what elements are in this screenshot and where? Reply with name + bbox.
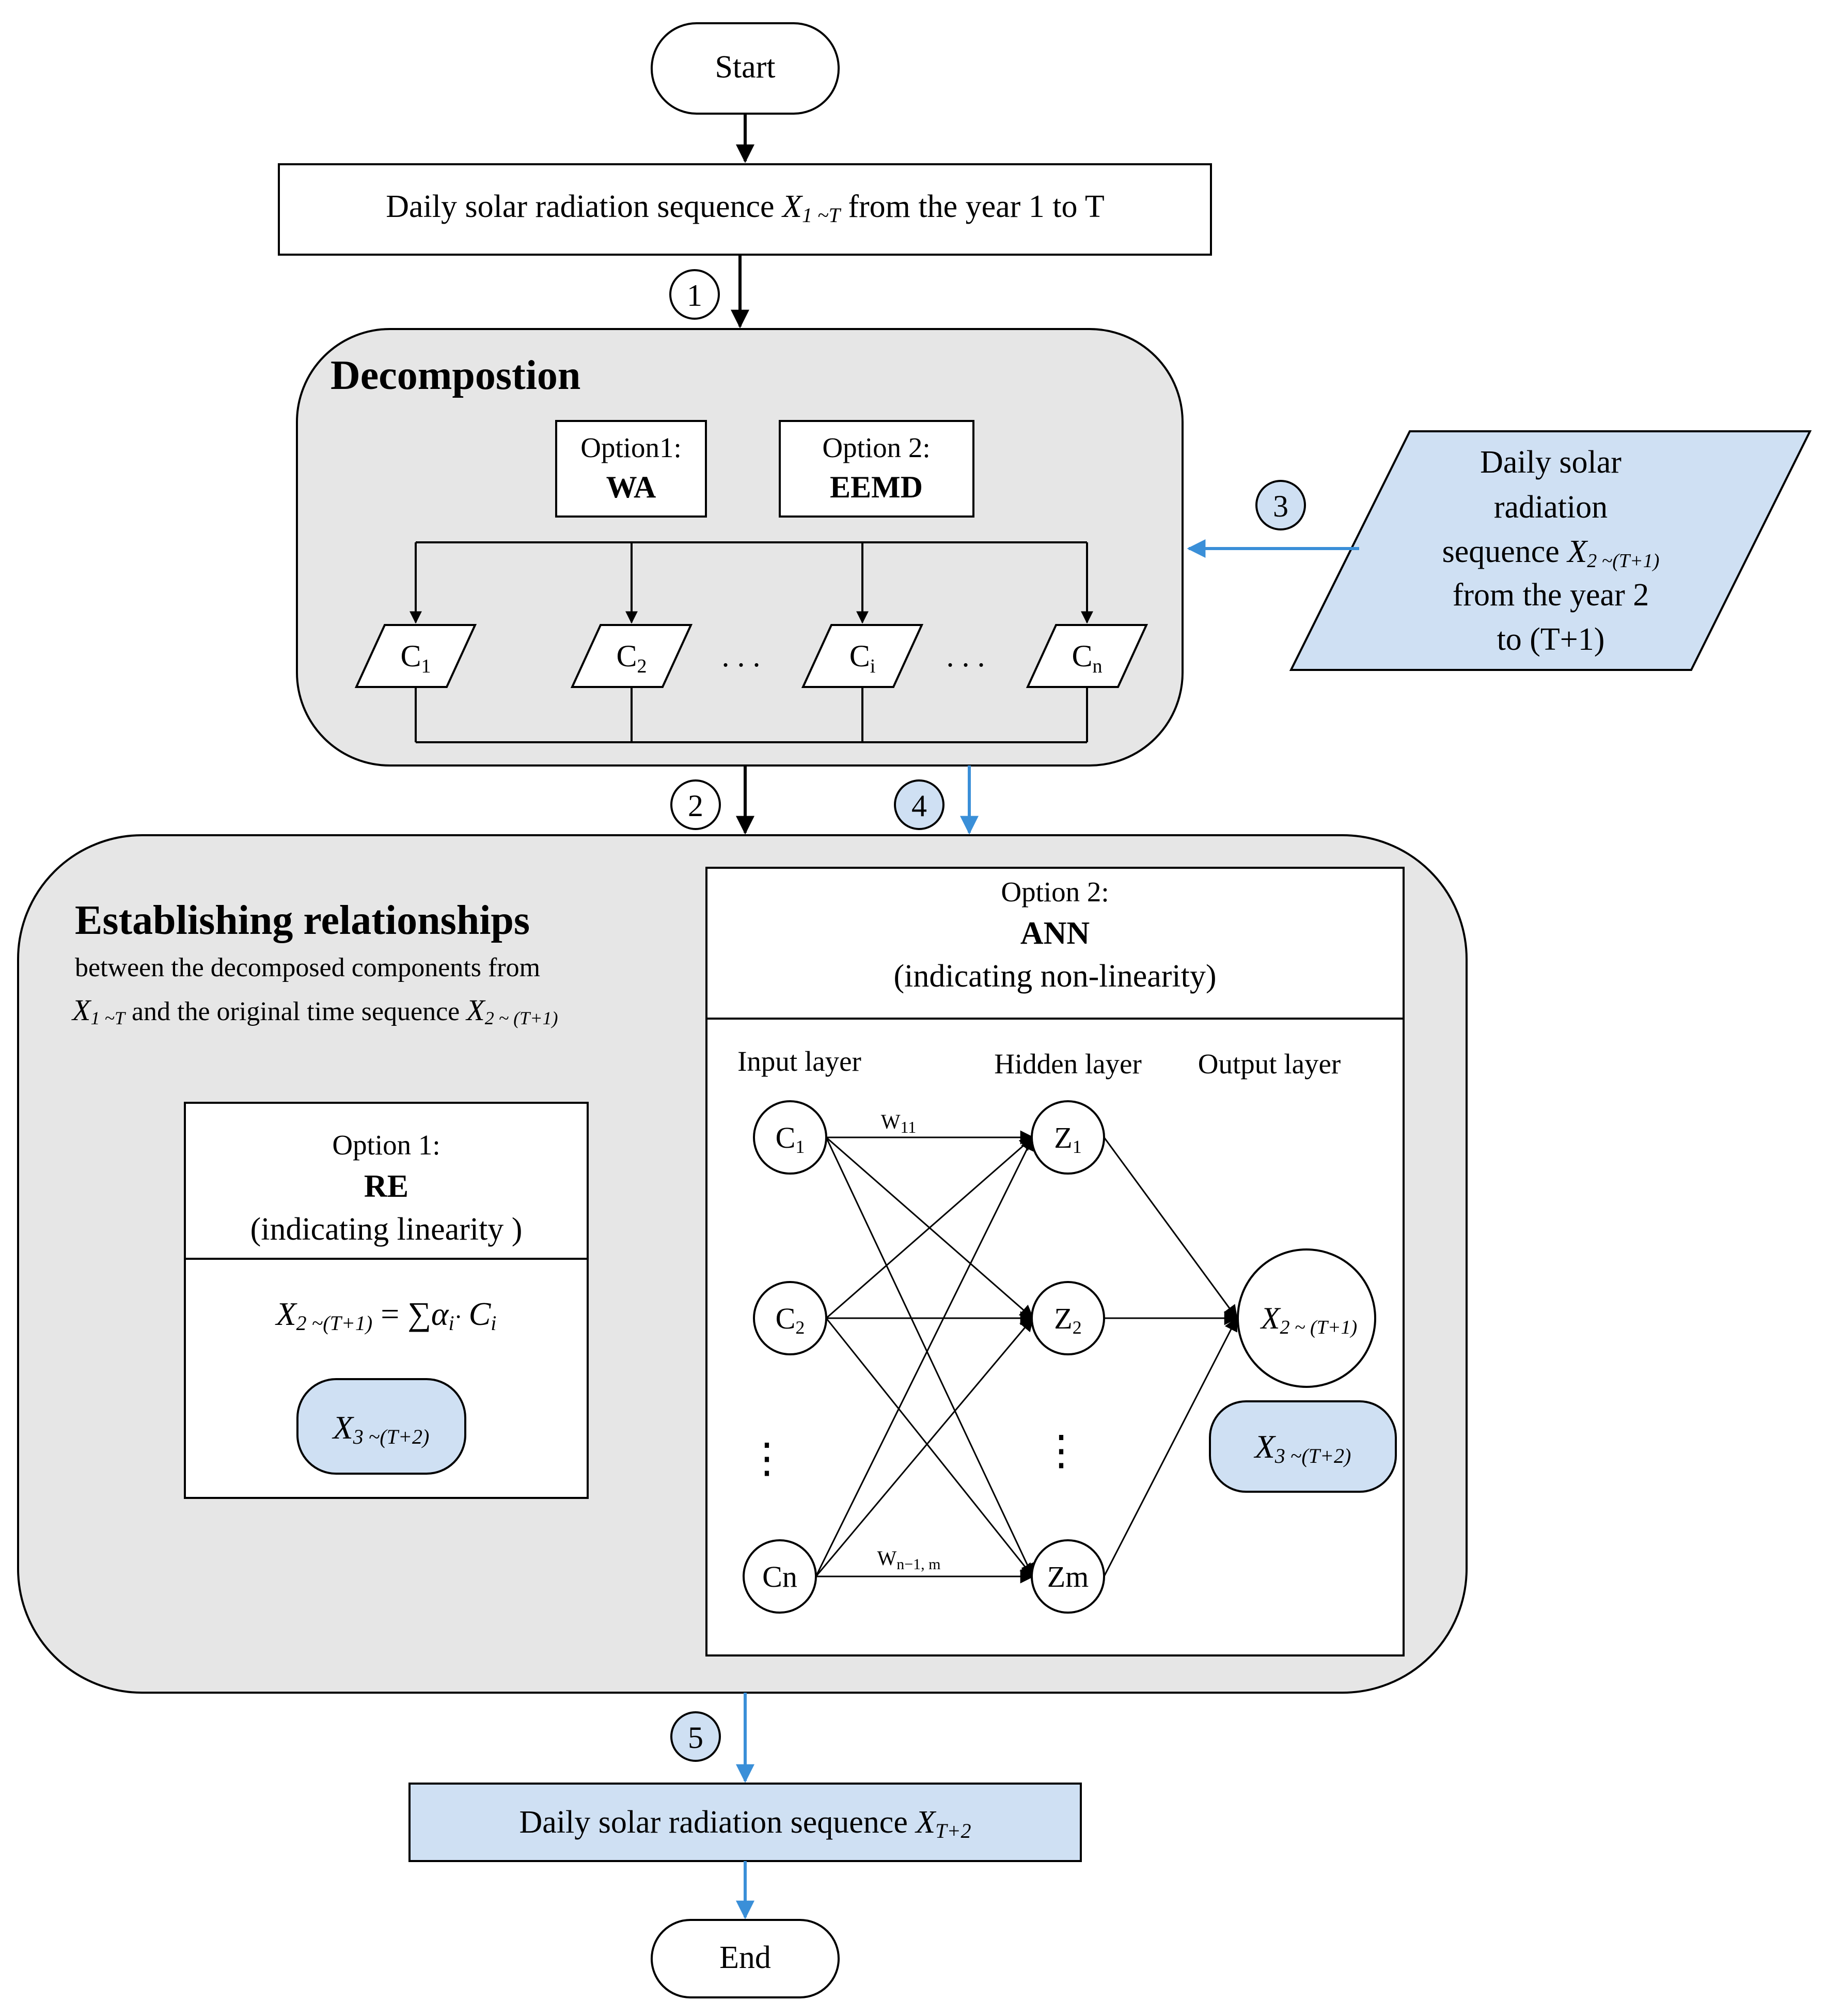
re-option-line2: RE — [364, 1169, 408, 1204]
input-node-c1-label: C1 — [776, 1121, 805, 1157]
output-node — [1237, 1248, 1376, 1388]
option1-wa-line1: Option1: — [580, 432, 682, 463]
input-sequence-text: Daily solar radiation sequence X1 ~T fro… — [386, 189, 1105, 227]
input-node-cn-label: Cn — [762, 1560, 797, 1593]
ellipsis-2: . . . — [947, 639, 985, 673]
ann-option-line2: ANN — [1020, 916, 1090, 951]
step-marker-1 — [669, 269, 720, 320]
side-input-line4: from the year 2 — [1453, 577, 1649, 613]
re-option-box: Option 1: RE (indicating linearity ) X2 … — [184, 1102, 589, 1499]
relationships-panel: Establishing relationships between the d… — [17, 834, 1468, 1694]
component-ci — [801, 624, 924, 688]
hidden-node-z2 — [1031, 1281, 1105, 1355]
hidden-layer-label: Hidden layer — [994, 1048, 1142, 1080]
side-input-line3: sequence X2 ~(T+1) — [1442, 534, 1660, 572]
re-output-label: X3 ~(T+2) — [332, 1409, 430, 1448]
relationships-desc-line2: X1 ~T and the original time sequence X2 … — [71, 993, 558, 1028]
side-input-line2: radiation — [1494, 490, 1608, 525]
hidden-node-z1-label: Z1 — [1054, 1121, 1081, 1157]
weight-w11: W11 — [881, 1110, 917, 1136]
option2-eemd-line1: Option 2: — [822, 432, 930, 463]
option1-wa-box — [555, 420, 707, 518]
step-marker-4 — [894, 779, 945, 830]
component-c2 — [570, 624, 693, 688]
step-marker-5 — [670, 1711, 721, 1762]
ellipsis-1: . . . — [722, 639, 761, 673]
output-sequence-box: Daily solar radiation sequence XT+2 — [408, 1783, 1082, 1862]
input-node-cn — [743, 1539, 817, 1614]
end-label: End — [719, 1940, 771, 1975]
relationships-desc-line1: between the decomposed components from — [75, 953, 540, 982]
component-cn-label: Cn — [1072, 639, 1102, 677]
option1-wa-line2: WA — [606, 470, 656, 504]
re-option-line3: (indicating linearity ) — [250, 1212, 523, 1247]
step-marker-5-label: 5 — [688, 1721, 703, 1755]
step-marker-3-label: 3 — [1273, 489, 1288, 523]
component-c1-label: C1 — [400, 639, 431, 677]
ann-forecast-node — [1209, 1400, 1397, 1493]
option2-eemd-line2: EEMD — [830, 470, 923, 504]
component-cn — [1026, 624, 1148, 688]
hidden-node-z1 — [1031, 1100, 1105, 1175]
output-node-label: X2 ~ (T+1) — [1260, 1301, 1357, 1338]
start-label: Start — [715, 50, 775, 85]
ann-connections — [815, 1130, 1238, 1584]
re-output-node — [296, 1378, 466, 1475]
side-input-parallelogram: Daily solar radiation sequence X2 ~(T+1)… — [1289, 430, 1812, 671]
hidden-vdots: ⋮ — [1041, 1428, 1082, 1474]
start-terminal: Start — [651, 22, 840, 115]
end-terminal: End — [651, 1919, 840, 1998]
input-node-c1 — [753, 1100, 827, 1175]
component-c1 — [354, 624, 477, 688]
input-layer-label: Input layer — [737, 1045, 861, 1077]
step-marker-2 — [670, 779, 721, 830]
ann-option-line1: Option 2: — [1001, 876, 1109, 908]
component-connectors — [410, 541, 1093, 743]
ann-forecast-label: X3 ~(T+2) — [1253, 1428, 1351, 1467]
option2-eemd-box — [779, 420, 974, 518]
side-input-line1: Daily solar — [1480, 445, 1622, 480]
component-c2-label: C2 — [616, 639, 647, 677]
ann-option-line3: (indicating non-linearity) — [894, 959, 1217, 994]
step-marker-1-label: 1 — [687, 278, 702, 312]
hidden-node-zm — [1031, 1539, 1105, 1614]
ann-option-box: Option 2: ANN (indicating non-linearity)… — [705, 867, 1405, 1656]
input-sequence-box: Daily solar radiation sequence X1 ~T fro… — [278, 163, 1212, 256]
input-node-c2-label: C2 — [776, 1302, 805, 1338]
side-input-line5: to (T+1) — [1497, 622, 1605, 657]
re-formula: X2 ~(T+1) = ∑αi· Ci — [275, 1295, 497, 1335]
step-marker-4-label: 4 — [911, 789, 927, 823]
decomposition-title: Decompostion — [330, 353, 580, 398]
step-marker-3 — [1255, 480, 1306, 530]
step-marker-2-label: 2 — [688, 789, 703, 823]
input-node-c2 — [753, 1281, 827, 1355]
re-option-line1: Option 1: — [332, 1129, 440, 1161]
output-sequence-text: Daily solar radiation sequence XT+2 — [520, 1805, 971, 1842]
relationships-title: Establishing relationships — [75, 898, 530, 943]
component-ci-label: Ci — [849, 639, 876, 677]
hidden-node-zm-label: Zm — [1047, 1560, 1089, 1593]
hidden-node-z2-label: Z2 — [1054, 1302, 1081, 1338]
input-vdots: ⋮ — [746, 1436, 788, 1481]
output-layer-label: Output layer — [1198, 1048, 1341, 1080]
decomposition-panel: Decompostion Option1: WA Option 2: EEMD … — [296, 328, 1184, 767]
weight-wn1m: Wn−1, m — [877, 1546, 940, 1573]
